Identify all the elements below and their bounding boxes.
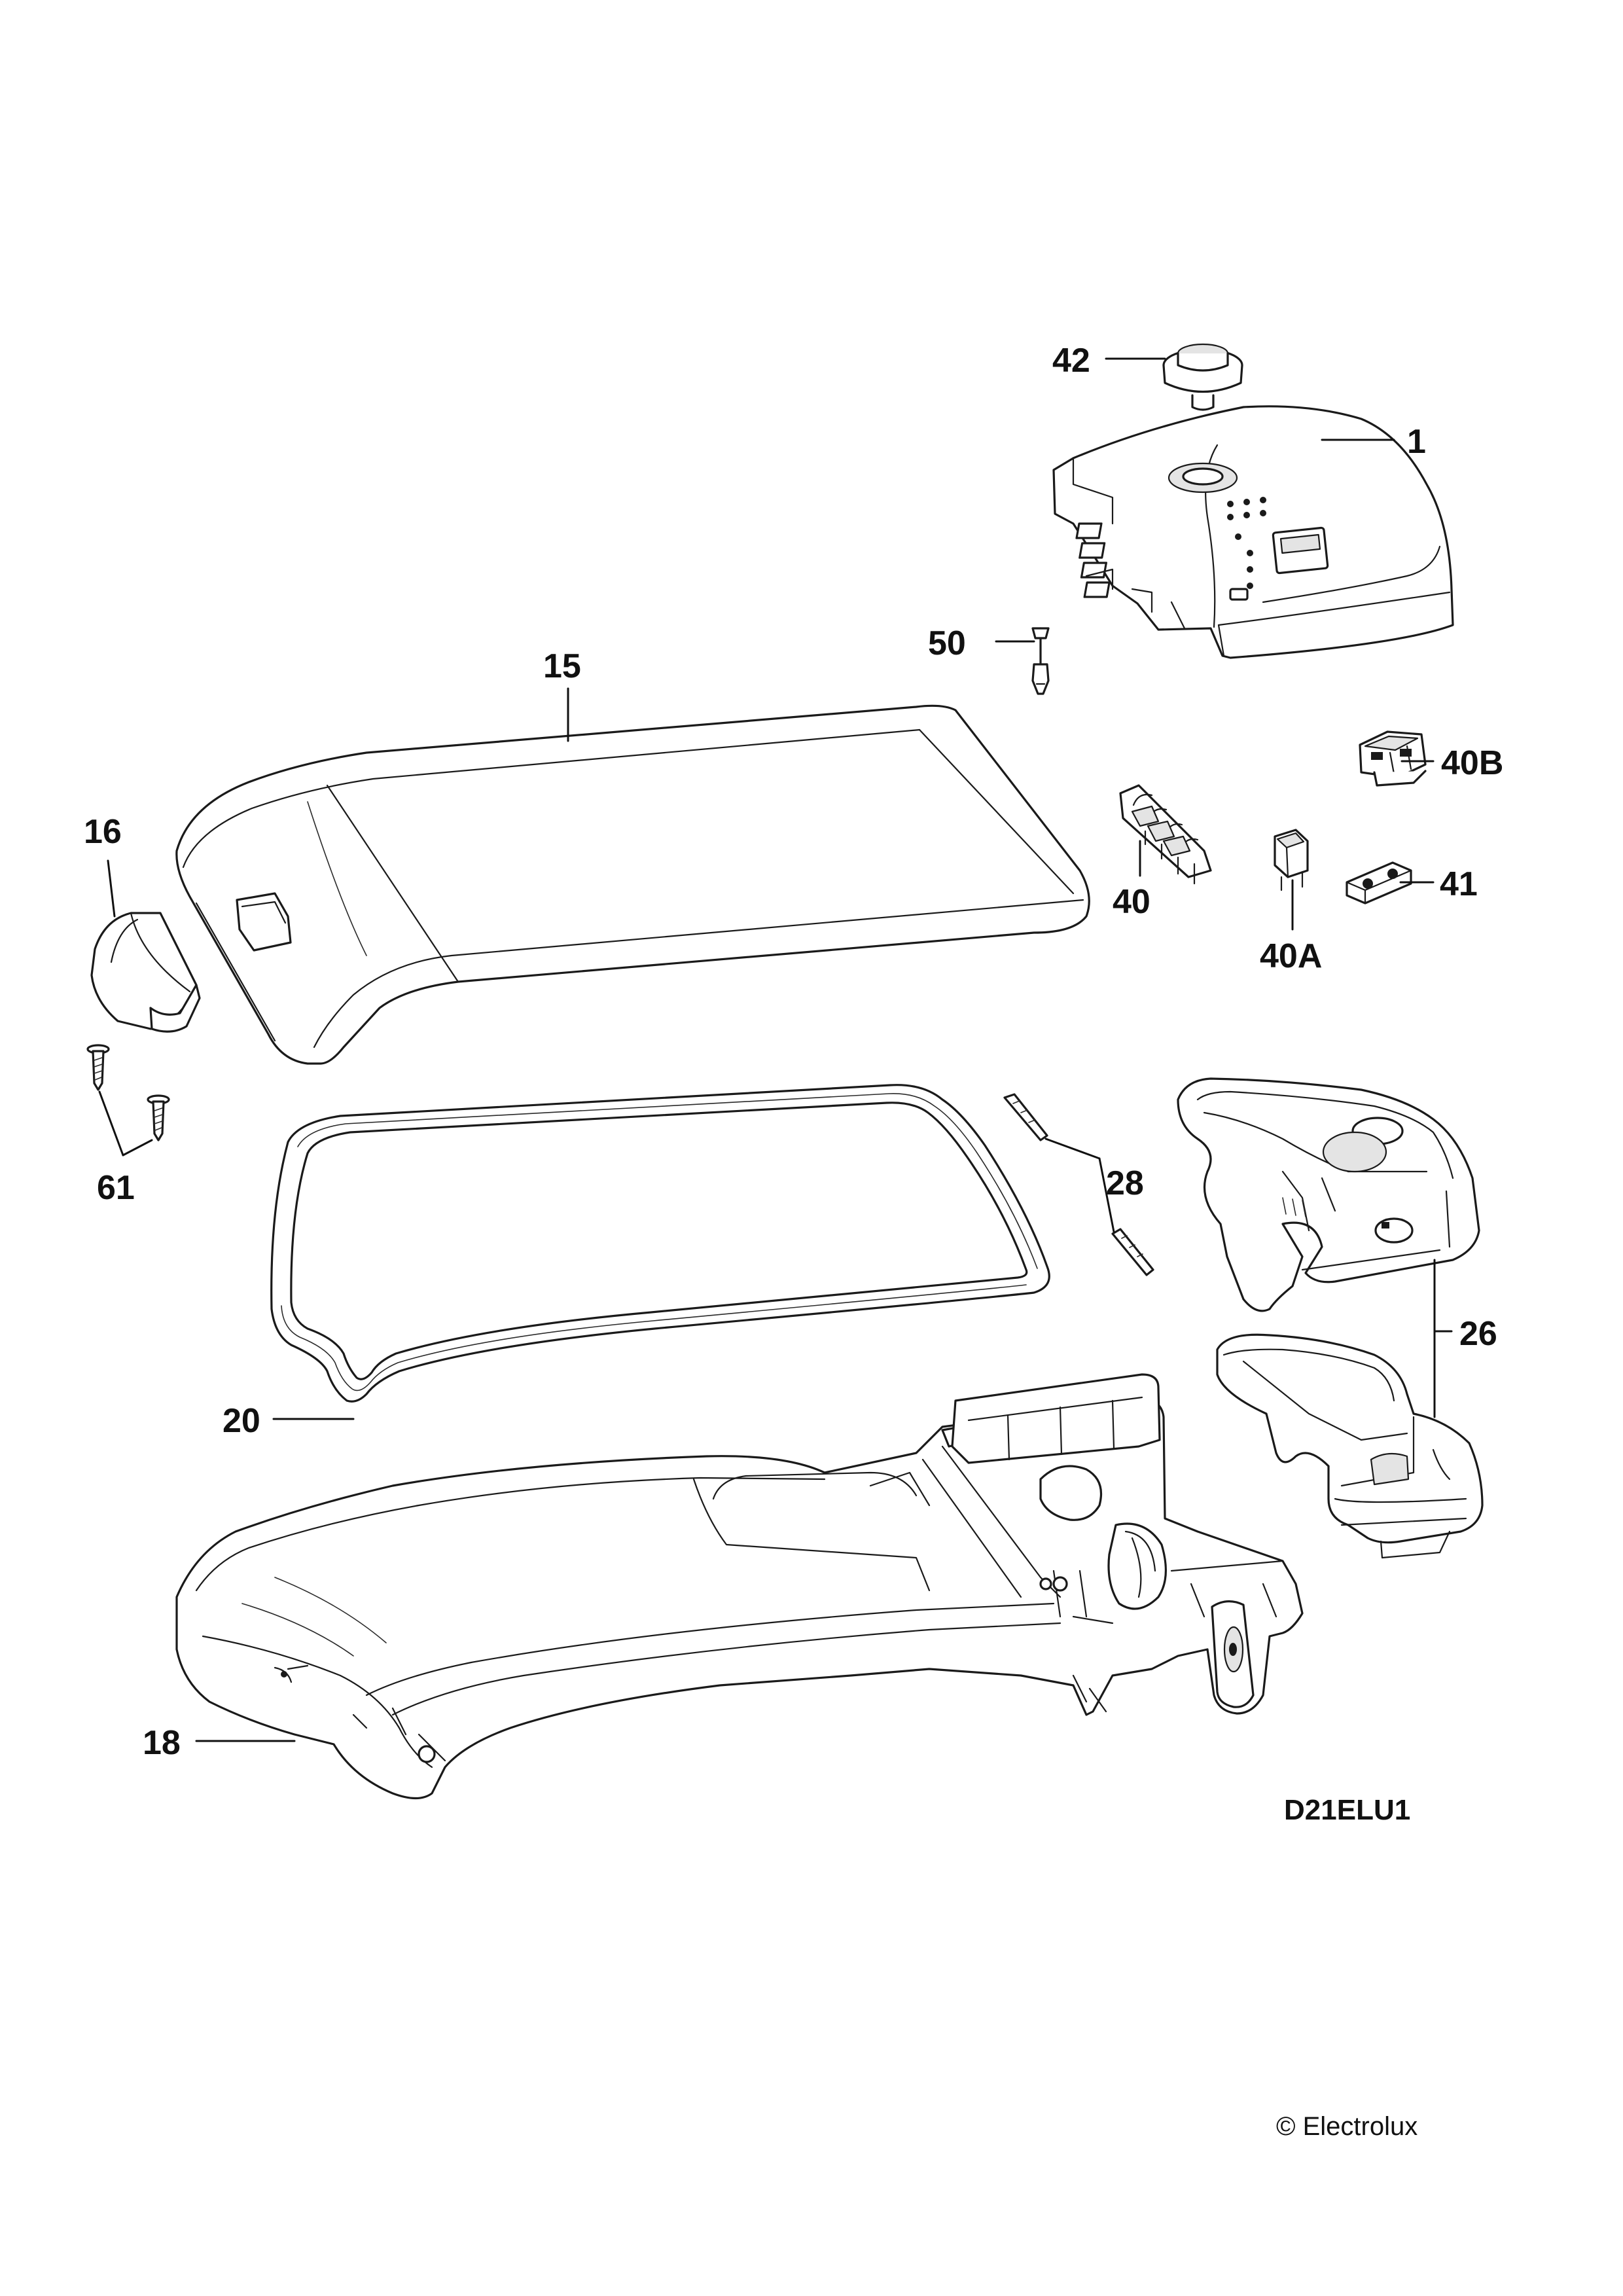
callout-40: 40 <box>1113 883 1150 921</box>
callout-61: 61 <box>97 1169 135 1207</box>
callout-26: 26 <box>1459 1315 1497 1353</box>
part-40-switch-block <box>1119 784 1212 885</box>
part-40B-switch <box>1359 730 1427 787</box>
callout-1: 1 <box>1407 423 1426 461</box>
part-15-lid <box>175 704 1090 1065</box>
callout-18: 18 <box>143 1724 181 1762</box>
callout-20: 20 <box>223 1402 260 1440</box>
leader-lines <box>98 357 1453 1742</box>
part-20-seal <box>270 1084 1050 1403</box>
part-1-control-panel <box>1052 405 1454 659</box>
callout-41: 41 <box>1440 865 1478 903</box>
part-50-pin <box>1031 627 1050 695</box>
part-18-frame <box>175 1373 1304 1800</box>
callout-40B: 40B <box>1441 744 1503 782</box>
callout-15: 15 <box>543 647 581 685</box>
reference-code: D21ELU1 <box>1284 1794 1410 1826</box>
callout-50: 50 <box>928 624 966 662</box>
part-61-screws <box>86 1044 170 1141</box>
callout-28: 28 <box>1106 1164 1144 1202</box>
callout-40A: 40A <box>1260 937 1322 975</box>
part-41-board <box>1346 861 1412 905</box>
callout-labels: 42 1 50 15 40B 16 40 40A 41 61 28 26 20 … <box>84 342 1503 2141</box>
part-42-knob <box>1162 343 1243 411</box>
part-16-cover <box>90 912 201 1033</box>
callout-16: 16 <box>84 813 122 851</box>
part-40A-switch <box>1274 829 1309 891</box>
callout-42: 42 <box>1052 342 1090 380</box>
part-26-dispenser <box>1177 1077 1484 1559</box>
copyright-notice: © Electrolux <box>1276 2112 1418 2141</box>
part-28-pins <box>1003 1093 1154 1276</box>
